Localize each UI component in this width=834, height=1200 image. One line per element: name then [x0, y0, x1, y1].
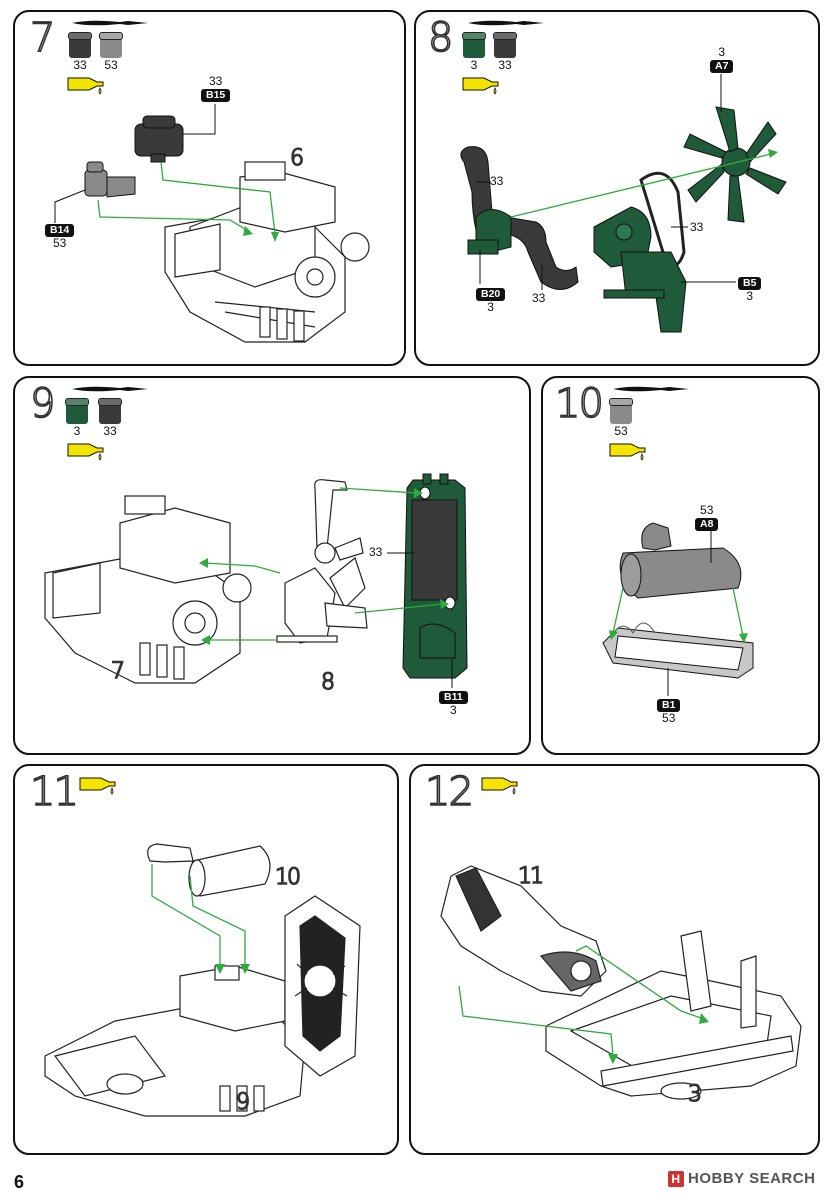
callout-b14: B14 53 — [45, 223, 75, 250]
step-12-drawing — [440, 865, 802, 1100]
paint-code: 33 — [73, 58, 87, 72]
step-9-panel: 9 3 33 — [13, 376, 531, 755]
callout-a8: 53 A8 — [695, 503, 719, 531]
step-11-drawing — [44, 843, 361, 1117]
glue-tube-icon — [481, 777, 518, 795]
paint-code: 3 — [73, 424, 81, 438]
glue-tube-icon — [462, 77, 499, 95]
step-7-panel: 7 33 53 — [13, 10, 406, 366]
step-12-panel: 12 11 3 — [409, 764, 820, 1155]
paint-jar-icon — [493, 32, 517, 58]
paint-jar-icon — [462, 32, 486, 58]
hobby-search-icon: H — [668, 1171, 684, 1188]
part-code: B5 — [738, 277, 762, 290]
paint-jar-icon — [609, 398, 633, 424]
callout-belt: 33 — [690, 220, 704, 234]
step-number: 12 — [424, 769, 474, 815]
part-b14 — [84, 161, 136, 198]
callout-hose-upper: 33 — [490, 174, 504, 188]
glue-tube-icon — [609, 443, 646, 461]
callout-hose-lower: 33 — [532, 291, 546, 305]
paintbrush-icon — [72, 386, 148, 392]
step-10-drawing — [602, 522, 754, 696]
step-number: 8 — [427, 15, 454, 61]
assembly-ref-3: 3 — [687, 1082, 703, 1107]
paint-code: 53 — [104, 58, 118, 72]
paint-jar-icon — [68, 32, 92, 58]
paint-chip: 3 — [62, 398, 92, 438]
callout-core: 33 — [369, 545, 383, 559]
part-b5 — [593, 206, 687, 333]
part-code: B20 — [476, 288, 506, 301]
assembly-ref-11: 11 — [517, 864, 545, 889]
callout-b5: B5 3 — [738, 276, 762, 303]
paint-code: 3 — [487, 300, 494, 314]
assembly-ref-7: 7 — [110, 659, 126, 684]
paint-code: 3 — [450, 703, 457, 717]
paint-jar-icon — [99, 32, 123, 58]
part-b11 — [402, 473, 468, 679]
part-a7 — [683, 106, 787, 223]
callout-b15: 33 B15 — [201, 74, 231, 102]
callout-b1: B1 53 — [657, 698, 681, 725]
paint-chip: 53 — [606, 398, 636, 438]
part-code: A8 — [695, 518, 719, 531]
paint-chip: 3 — [459, 32, 489, 72]
step-10-panel: 10 53 53 A8 B1 — [541, 376, 820, 755]
paint-chip: 33 — [95, 398, 125, 438]
paint-code: 53 — [700, 503, 714, 517]
paint-code: 33 — [208, 74, 223, 88]
part-b20 — [467, 209, 512, 255]
part-code: A7 — [710, 60, 734, 73]
paint-code: 33 — [498, 58, 512, 72]
page-number: 6 — [14, 1172, 25, 1192]
assembly-ref-8: 8 — [320, 670, 336, 695]
paint-jar-icon — [98, 398, 122, 424]
step-number: 10 — [554, 381, 604, 427]
paint-chip: 33 — [65, 32, 95, 72]
step-8-panel: 8 3 33 — [414, 10, 820, 366]
paint-code: 33 — [103, 424, 117, 438]
paintbrush-icon — [613, 386, 689, 392]
paint-code: 53 — [614, 424, 628, 438]
paintbrush-icon — [72, 20, 148, 26]
paint-code: 3 — [746, 289, 754, 303]
step-number: 11 — [29, 769, 79, 815]
step-7-drawing — [54, 104, 370, 343]
watermark-text: HOBBY SEARCH — [688, 1170, 816, 1187]
glue-tube-icon — [67, 443, 104, 461]
step-9-drawing — [44, 473, 468, 688]
paintbrush-icon — [468, 20, 544, 26]
paint-code: 3 — [470, 58, 478, 72]
glue-tube-icon — [79, 777, 116, 795]
assembly-ref-9: 9 — [235, 1090, 251, 1115]
paint-chip: 33 — [490, 32, 520, 72]
part-code: B1 — [657, 699, 681, 712]
part-a8 — [619, 522, 742, 599]
paint-jar-icon — [65, 398, 89, 424]
callout-a7: 3 A7 — [710, 45, 734, 73]
part-b1 — [602, 622, 754, 679]
part-code: B15 — [201, 89, 231, 102]
paint-code: 3 — [718, 45, 726, 59]
paint-code: 53 — [662, 711, 676, 725]
assembly-ref: 6 — [289, 146, 305, 171]
step-number: 9 — [29, 381, 56, 427]
step-number: 7 — [29, 15, 56, 61]
part-code: B11 — [439, 691, 468, 704]
callout-b11: B11 3 — [439, 690, 468, 717]
paint-code: 53 — [52, 236, 67, 250]
part-code: B14 — [45, 224, 75, 237]
step-8-drawing — [460, 74, 787, 333]
callout-b20: B20 3 — [476, 287, 506, 314]
step-11-panel: 11 10 9 — [13, 764, 399, 1155]
glue-tube-icon — [67, 77, 104, 95]
part-b15 — [134, 115, 184, 163]
paint-chip: 53 — [96, 32, 126, 72]
assembly-ref-10: 10 — [274, 865, 302, 890]
